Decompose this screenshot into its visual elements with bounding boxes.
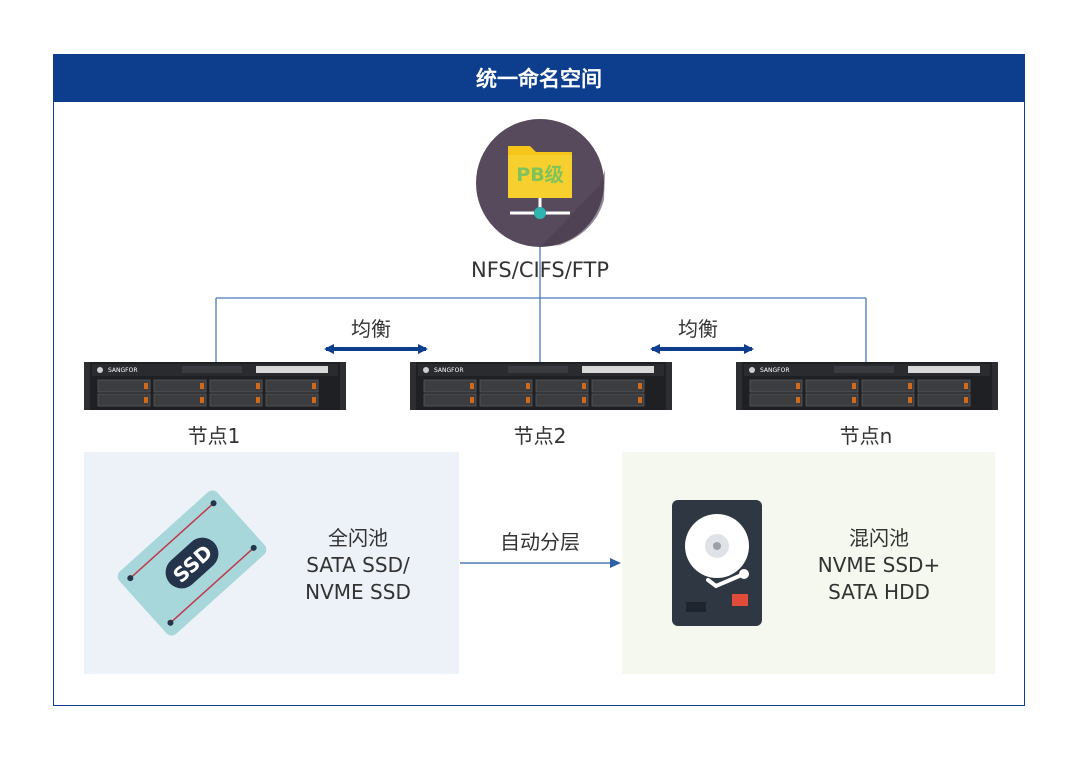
storage-folder-icon	[476, 119, 605, 247]
node-label-n: 节点n	[839, 424, 893, 448]
hybrid-pool-line1: NVME SSD+	[817, 553, 941, 577]
namespace-header: 统一命名空间	[53, 54, 1025, 102]
server-brand-n: SANGFOR	[760, 367, 790, 374]
ssd-pool-description: 全闪池 SATA SSD/ NVME SSD	[288, 525, 428, 606]
server-brand-1: SANGFOR	[108, 367, 138, 374]
tiering-label: 自动分层	[500, 530, 580, 554]
hdd-icon	[672, 500, 762, 626]
protocol-label: NFS/CIFS/FTP	[471, 258, 609, 282]
ssd-pool-line2: NVME SSD	[305, 580, 411, 604]
balance-label-left: 均衡	[351, 317, 391, 341]
hybrid-pool-description: 混闪池 NVME SSD+ SATA HDD	[806, 525, 952, 606]
ssd-pool-name: 全闪池	[328, 526, 388, 550]
ssd-icon: SSD	[117, 490, 267, 636]
node-label-1: 节点1	[187, 424, 241, 448]
node-label-2: 节点2	[513, 424, 567, 448]
hybrid-pool-name: 混闪池	[849, 526, 909, 550]
balance-label-right: 均衡	[678, 317, 718, 341]
pb-badge: PB级	[516, 164, 564, 186]
server-brand-2: SANGFOR	[434, 367, 464, 374]
hybrid-pool-line2: SATA HDD	[828, 580, 930, 604]
ssd-pool-line1: SATA SSD/	[306, 553, 410, 577]
